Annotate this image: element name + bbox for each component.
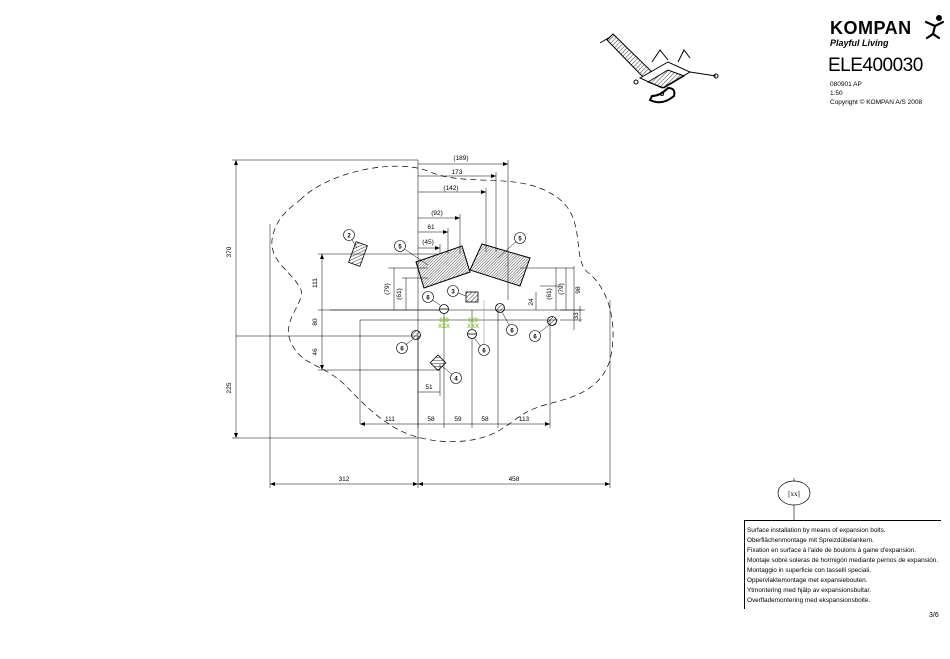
post-left [348,241,368,267]
dim-label: 33 [573,312,580,320]
dim-label: 173 [452,169,463,176]
callout-label: 5 [518,237,522,243]
dim-label: 458 [509,476,520,483]
scale-label: 1:50 [830,90,843,97]
dim-label: 58 [427,416,435,423]
slide-panel-right [469,243,531,287]
dim-label: 98 [575,286,582,294]
dim-label: 46 [312,348,319,356]
diamond-post [429,354,447,372]
safety-zone-outline [271,165,614,443]
callout-bubble: 6 [473,337,490,356]
dim-label: (61) [396,288,403,300]
dimension-ticks [234,160,610,486]
dim-label: 225 [226,382,233,393]
callout-label: 6 [482,349,486,355]
callout-label: 6 [400,347,404,353]
installation-symbol-label: [xx] [788,490,800,498]
dim-label: (61) [546,288,553,300]
kompan-figure-icon [924,15,945,40]
dim-label: 80 [312,318,319,326]
callout-bubble: 5 [394,240,429,266]
green-label: 120 [439,318,450,324]
callout-bubble: 5 [497,232,526,259]
center-post [465,291,479,303]
dim-label: 111 [312,278,319,288]
dim-label: 24 [528,298,535,306]
green-label: XXX [467,324,479,330]
dim-label: (79) [558,283,565,295]
green-label: 120 [468,318,479,324]
dim-label: 51 [425,384,433,391]
installation-symbol: [xx] [777,478,811,520]
callout-bubble: 6 [422,291,441,306]
callout-label: 6 [533,335,537,341]
installation-notes-box [744,520,941,609]
callout-bubble: 6 [529,324,550,342]
callout-label: 5 [398,245,402,251]
callout-label: 6 [510,329,514,335]
callout-label: 4 [454,377,458,383]
page-number: 3/6 [929,612,939,619]
copyright: Copyright © KOMPAN A/S 2008 [830,99,923,106]
anchor-points [411,303,557,340]
note-line: Oberflächenmontage mit Spreizdübelankern… [747,537,874,544]
callout-bubble: 6 [396,338,414,354]
note-line: Oppervlaktemontage met expansiebouten. [747,577,868,584]
dim-label: 113 [519,416,530,423]
callout-group: 2 5 5 3 6 6 6 6 6 4 [343,229,550,384]
dim-label: (92) [431,210,443,217]
callout-bubble: 2 [343,229,358,249]
dimension-lines [232,159,611,488]
callout-label: 3 [451,290,455,296]
dim-label: 61 [427,224,435,231]
revision-code: 080901 AP [830,81,862,88]
green-label: XXX [438,324,450,330]
dim-label: (189) [453,155,468,162]
dim-label: (142) [443,185,458,192]
product-number: ELE400030 [828,55,923,76]
note-line: Fixation en surface à l'aide de boulons … [747,547,917,554]
note-line: Overflademontering med ekspansionsbolte. [747,597,871,604]
product-thumbnail [599,33,719,104]
dimension-labels: (189) 173 (142) (92) 61 (45) 370 111 80 … [226,155,582,483]
dim-label: 59 [454,416,462,423]
dim-label: 111 [385,416,395,423]
callout-bubble: 3 [447,285,467,297]
callout-bubble: 4 [441,365,462,384]
slide-panel-left [415,245,471,289]
dim-label: (45) [422,239,434,246]
dim-label: 58 [481,416,489,423]
callout-bubble: 6 [501,311,518,336]
dim-label: (79) [384,283,391,295]
note-line: Ytmontering med hjälp av expansionsbulta… [747,587,871,594]
brand-logo: KOMPAN [830,18,912,38]
note-line: Surface installation by means of expansi… [747,527,886,534]
dim-label: 370 [226,246,233,257]
note-line: Montaggio in superficie con tasselli spe… [747,567,871,574]
tagline: Playful Living [830,38,889,48]
callout-label: 6 [426,296,430,302]
callout-label: 2 [347,234,351,240]
dim-label: 312 [339,476,350,483]
note-line: Montaje sobre soleras de hormigón median… [747,557,939,564]
green-height-labels: 120 XXX 120 XXX [438,318,479,330]
